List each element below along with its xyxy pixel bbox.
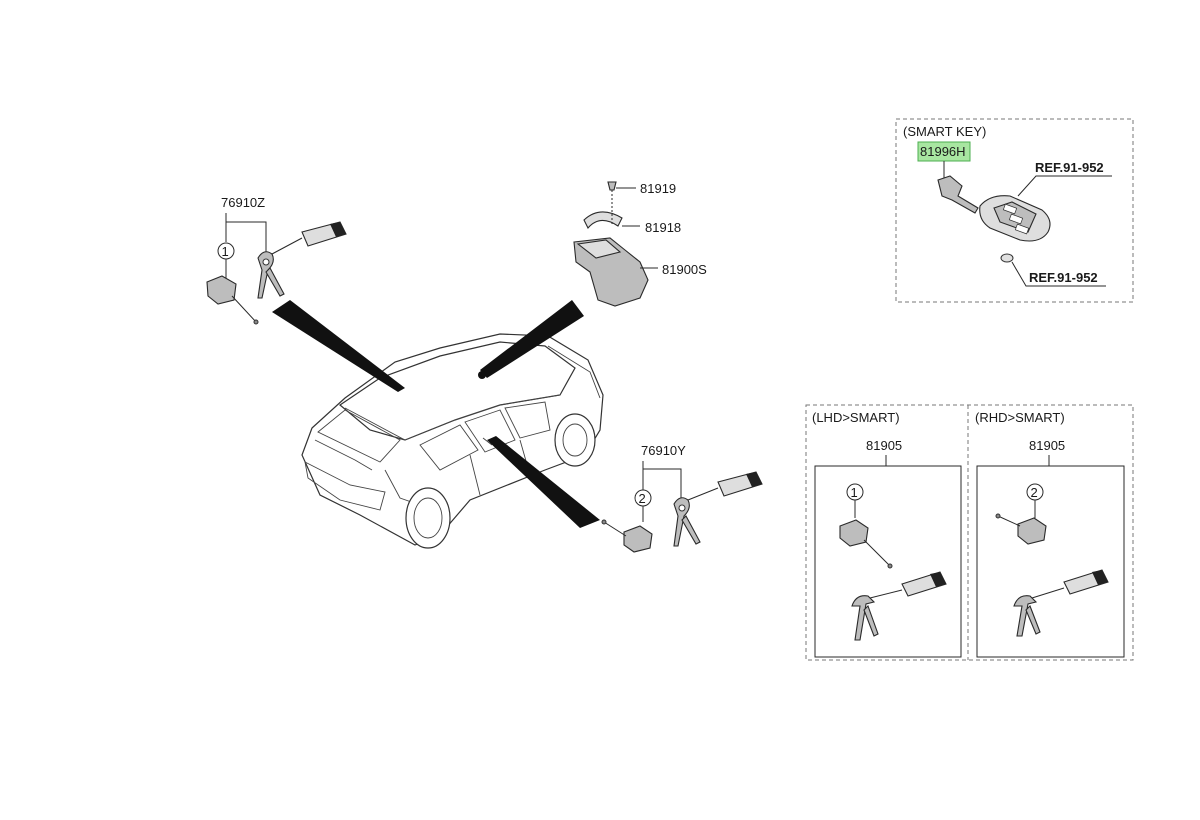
callout-number: 1 (851, 485, 858, 500)
callout-number: 2 (639, 491, 646, 506)
part-group-ignition: 81919 81918 81900S (573, 181, 707, 307)
ref-label-top: REF.91-952 (1035, 160, 1104, 175)
part-group-76910z: 76910Z 1 (206, 195, 347, 325)
callout-number: 2 (1031, 485, 1038, 500)
part-label-81918: 81918 (645, 220, 681, 235)
ref-label-bottom: REF.91-952 (1029, 270, 1098, 285)
part-label-81900s: 81900S (662, 262, 707, 277)
part-label-76910y: 76910Y (641, 443, 686, 458)
part-label-81905-lhd: 81905 (866, 438, 902, 453)
part-label-76910z: 76910Z (221, 195, 265, 210)
pointer-wedges (272, 300, 600, 528)
part-label-81905-rhd: 81905 (1029, 438, 1065, 453)
section-title-lhd: (LHD>SMART) (812, 410, 900, 425)
section-title-rhd: (RHD>SMART) (975, 410, 1065, 425)
lhd-rhd-section: (LHD>SMART) (RHD>SMART) 81905 1 81905 2 (805, 404, 1134, 661)
car-illustration (301, 333, 604, 549)
part-label-81919: 81919 (640, 181, 676, 196)
part-label-81996h: 81996H (920, 144, 966, 159)
smart-key-section: (SMART KEY) 81996H REF.91-952 REF.91-952 (895, 118, 1134, 303)
section-title-smart-key: (SMART KEY) (903, 124, 986, 139)
callout-number: 1 (222, 244, 229, 259)
battery-coin (1000, 253, 1014, 263)
part-group-76910y: 76910Y 2 (601, 443, 763, 553)
